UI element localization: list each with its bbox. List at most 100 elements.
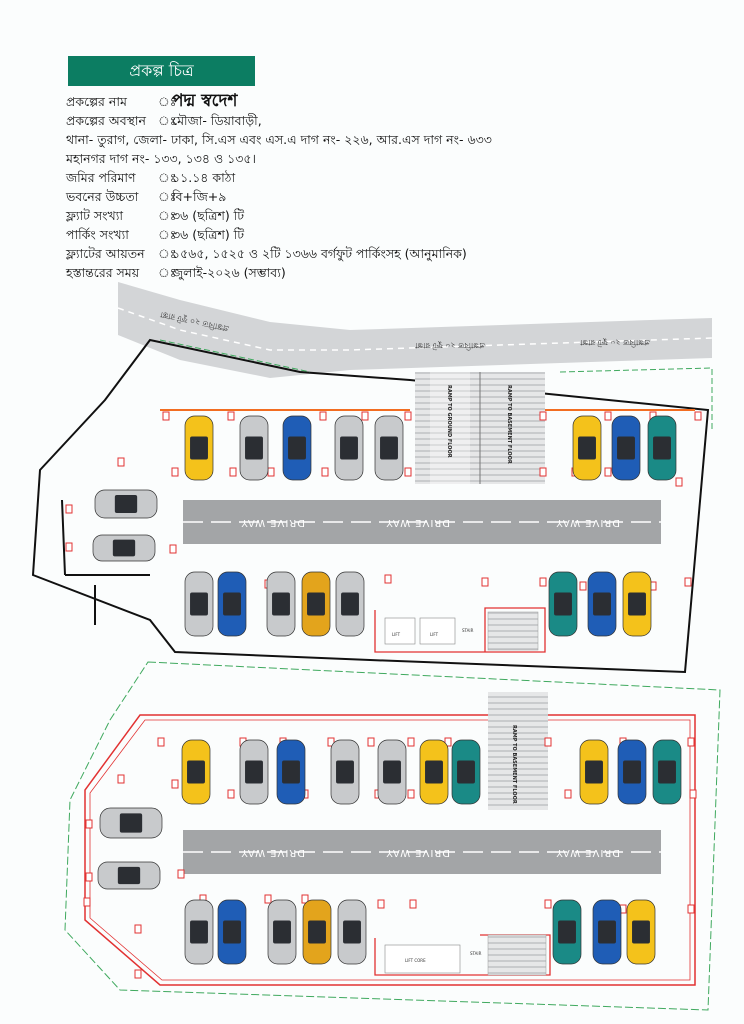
car-upper-side-0 xyxy=(94,489,158,519)
car-upper-top-1-window xyxy=(245,436,263,460)
location-line2: থানা- তুরাগ, জেলা- ঢাকা, সি.এস এবং এস.এ … xyxy=(66,132,492,147)
car-upper-bottom-5-window xyxy=(554,592,572,616)
car-lower-bottom-0-window xyxy=(190,920,208,944)
car-upper-top-2-window xyxy=(288,436,306,460)
column-47 xyxy=(407,789,415,799)
column-65 xyxy=(134,969,142,979)
car-lower-top-2-window xyxy=(282,760,300,784)
stair-upper xyxy=(487,611,539,651)
driveway-upper-label-2: DRIVE WAY xyxy=(386,517,450,528)
car-lower-bottom-7-window xyxy=(632,920,650,944)
lift-label-2: LIFT xyxy=(430,632,439,637)
parking-label: পার্কিং সংখ্যা xyxy=(66,227,129,242)
column-13 xyxy=(321,467,329,477)
car-upper-top-7-window xyxy=(653,436,671,460)
car-lower-bottom-1 xyxy=(217,899,247,965)
road-label-2: প্রস্তাবিত ২০ ফুট রাস্তা xyxy=(415,341,485,351)
column-43 xyxy=(227,789,235,799)
car-upper-bottom-4 xyxy=(335,571,365,637)
column-27 xyxy=(684,577,692,587)
column-38 xyxy=(544,737,552,747)
car-upper-top-4 xyxy=(374,415,404,481)
car-lower-top-8-window xyxy=(623,760,641,784)
car-upper-bottom-1-window xyxy=(223,592,241,616)
driveway-lower-label-2: DRIVE WAY xyxy=(386,847,450,858)
column-0 xyxy=(162,411,170,421)
separator: ঃ xyxy=(158,170,177,185)
car-lower-side-1 xyxy=(97,861,161,890)
column-10 xyxy=(171,467,179,477)
car-lower-bottom-6 xyxy=(592,899,622,965)
driveway-lower-label-1: DRIVE WAY xyxy=(241,847,305,858)
road-centerline xyxy=(117,307,713,351)
car-upper-bottom-6 xyxy=(587,571,617,637)
flat-size-value: ১৫৬৫, ১৫২৫ ও ২টি ১৩৬৬ বর্গফুট পার্কিংসহ … xyxy=(172,246,467,261)
stair-label-upper: STAIR xyxy=(462,628,474,633)
separator: ঃ xyxy=(158,113,177,128)
separator: ঃ xyxy=(158,246,177,261)
column-23 xyxy=(481,577,489,587)
car-upper-top-6-window xyxy=(617,436,635,460)
column-19 xyxy=(65,504,73,514)
car-lower-bottom-2-window xyxy=(273,920,291,944)
car-upper-top-0-window xyxy=(190,436,208,460)
road-label-3: প্রস্তাবিত ২০ ফুট রাস্তা xyxy=(580,338,650,348)
land-value: ১১.১৪ কাঠা xyxy=(172,170,236,185)
column-24 xyxy=(539,577,547,587)
ramp-basement-label: RAMP TO BASEMENT FLOOR xyxy=(506,385,512,464)
lift-core-label: LIFT CORE xyxy=(405,958,426,963)
column-20 xyxy=(65,542,73,552)
car-lower-bottom-4 xyxy=(337,899,367,965)
car-lower-top-8 xyxy=(617,739,647,805)
column-57 xyxy=(301,894,309,904)
project-info: প্রকল্পের নাম ঃ পদ্ম স্বদেশ প্রকল্পের অব… xyxy=(66,92,736,282)
car-lower-bottom-5 xyxy=(552,899,582,965)
stair-label-lower: STAIR xyxy=(470,951,482,956)
car-upper-bottom-0-window xyxy=(190,592,208,616)
handover-value: জুলাই-২০২৬ (সম্ভাব্য) xyxy=(172,265,286,280)
lift-upper-2 xyxy=(419,617,456,645)
car-upper-top-5 xyxy=(572,415,602,481)
car-upper-top-5-window xyxy=(578,436,596,460)
car-lower-top-3 xyxy=(330,739,360,805)
column-63 xyxy=(83,897,91,907)
column-6 xyxy=(604,411,612,421)
car-lower-top-9 xyxy=(652,739,682,805)
column-18 xyxy=(675,477,683,487)
car-lower-top-5 xyxy=(419,739,449,805)
info-row-location: প্রকল্পের অবস্থান ঃ মৌজা- ডিয়াবাড়ী, xyxy=(66,111,736,130)
car-lower-top-6 xyxy=(451,739,481,805)
height-value: বি+জি+৯ xyxy=(172,189,227,204)
info-row-name: প্রকল্পের নাম ঃ পদ্ম স্বদেশ xyxy=(66,92,736,111)
column-1 xyxy=(227,411,235,421)
column-36 xyxy=(407,737,415,747)
car-upper-bottom-2 xyxy=(266,571,296,637)
parking-value: ৩৬ (ছত্রিশ) টি xyxy=(172,227,245,242)
car-upper-bottom-7-window xyxy=(628,592,646,616)
project-title: প্রকল্প চিত্র xyxy=(129,61,194,80)
basement-boundary xyxy=(64,661,721,1011)
car-lower-top-7 xyxy=(579,739,609,805)
car-lower-top-0-window xyxy=(187,760,205,784)
column-41 xyxy=(117,774,125,784)
car-lower-top-4 xyxy=(377,739,407,805)
separator: ঃ xyxy=(158,94,177,109)
car-lower-top-1-window xyxy=(245,760,263,784)
location-line3: মহানগর দাগ নং- ১৩৩, ১৩৪ ও ১৩৫। xyxy=(66,151,256,166)
column-51 xyxy=(689,789,697,799)
column-60 xyxy=(544,899,552,909)
column-8 xyxy=(694,411,702,421)
column-35 xyxy=(367,737,375,747)
car-upper-top-2 xyxy=(282,415,312,481)
car-upper-side-1-window xyxy=(112,539,136,557)
car-upper-bottom-4-window xyxy=(341,592,359,616)
info-row-flat-size: ফ্ল্যাটের আয়তন ঃ ১৫৬৫, ১৫২৫ ও ২টি ১৩৬৬ … xyxy=(66,244,736,263)
project-title-box: প্রকল্প চিত্র xyxy=(68,56,255,86)
car-lower-bottom-6-window xyxy=(598,920,616,944)
info-row-height: ভবনের উচ্চতা ঃ বি+জি+৯ xyxy=(66,187,736,206)
car-lower-top-4-window xyxy=(383,760,401,784)
column-17 xyxy=(604,467,612,477)
car-upper-top-3 xyxy=(334,415,364,481)
column-markers xyxy=(65,411,702,979)
